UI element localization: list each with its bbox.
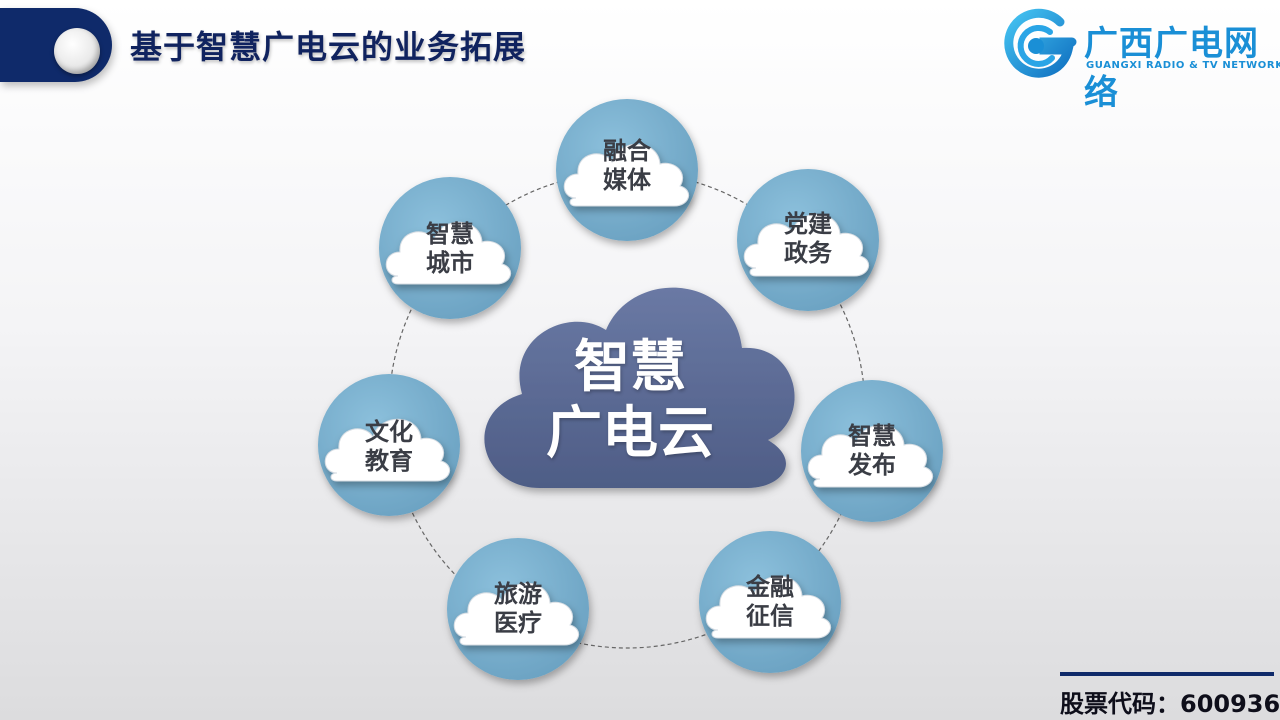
node-label-smart-publishing: 智慧 发布 <box>822 422 922 480</box>
node-smart-publishing <box>801 380 943 522</box>
node-label-media: 融合 媒体 <box>577 137 677 195</box>
node-label-line1: 智慧 <box>848 422 896 450</box>
title-tab <box>0 8 112 82</box>
node-label-line1: 金融 <box>746 573 794 601</box>
node-tourism-medical <box>447 538 589 680</box>
node-label-smart-city: 智慧 城市 <box>400 220 500 278</box>
node-label-line1: 智慧 <box>426 220 474 248</box>
node-label-line2: 城市 <box>426 249 474 277</box>
node-label-line2: 政务 <box>784 239 832 267</box>
company-logo: 广西广电网络 GUANGXI RADIO & TV NETWORK <box>998 8 1280 113</box>
node-label-culture-education: 文化 教育 <box>339 418 439 476</box>
hub-label: 智慧 广电云 <box>505 335 755 467</box>
logo-name-cn: 广西广电网络 <box>1084 24 1259 113</box>
node-party-government <box>737 169 879 311</box>
node-label-line1: 党建 <box>784 210 832 238</box>
node-label-line1: 旅游 <box>494 580 542 608</box>
logo-name-en: GUANGXI RADIO & TV NETWORK <box>1086 60 1280 71</box>
node-label-line2: 发布 <box>848 451 896 479</box>
g-swirl-logo-icon <box>1004 8 1077 78</box>
node-label-finance-credit: 金融 征信 <box>720 573 820 631</box>
page-title: 基于智慧广电云的业务拓展 <box>130 28 527 66</box>
node-label-party-government: 党建 政务 <box>758 210 858 268</box>
node-culture-education <box>318 374 460 516</box>
stock-code: 股票代码：600936 <box>1060 672 1280 719</box>
node-label-line2: 媒体 <box>603 166 651 194</box>
node-media <box>556 99 698 241</box>
node-smart-city <box>379 177 521 319</box>
hub-label-line1: 智慧 <box>574 335 686 400</box>
node-label-line2: 教育 <box>365 447 413 475</box>
title-knob-icon <box>54 28 100 74</box>
node-finance-credit <box>699 531 841 673</box>
node-label-line2: 医疗 <box>494 609 542 637</box>
node-label-line2: 征信 <box>746 602 794 630</box>
hub-label-line2: 广电云 <box>546 401 714 466</box>
node-label-line1: 文化 <box>365 418 413 446</box>
node-label-tourism-medical: 旅游 医疗 <box>468 580 568 638</box>
node-label-line1: 融合 <box>603 137 651 165</box>
hub-cloud <box>484 287 795 488</box>
